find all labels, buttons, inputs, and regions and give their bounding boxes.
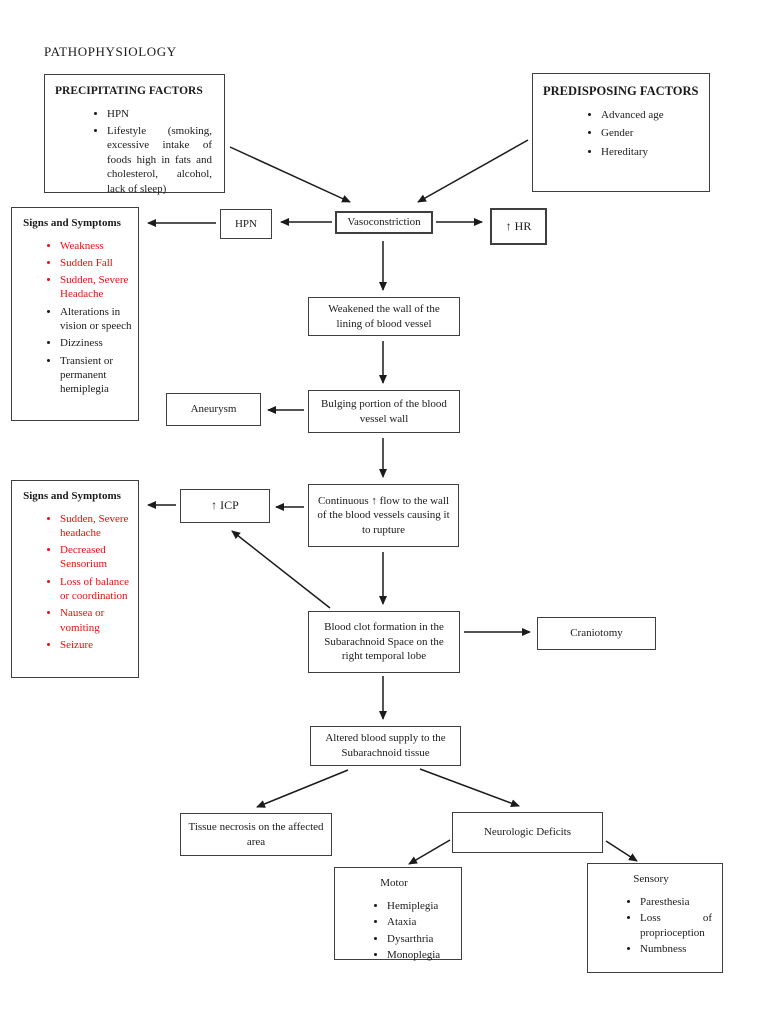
symptom-item: Sudden, Severe headache bbox=[60, 512, 132, 541]
node-blood-clot: Blood clot formation in the Subarachnoid… bbox=[308, 611, 460, 673]
arrow-predisposing-to-vasoconstriction bbox=[417, 139, 529, 203]
symptom-item: Sudden, Severe Headache bbox=[60, 273, 132, 302]
precipitating-factors-title: PRECIPITATING FACTORS bbox=[55, 85, 203, 97]
node-neurologic-deficits: Neurologic Deficits bbox=[452, 812, 603, 853]
predisposing-factors-list: Advanced age Gender Hereditary bbox=[533, 108, 699, 160]
node-weakened-wall: Weakened the wall of the lining of blood… bbox=[308, 297, 460, 336]
signs-symptoms-title: Signs and Symptoms bbox=[23, 217, 121, 229]
predisposing-factors-box: PREDISPOSING FACTORS Advanced age Gender… bbox=[532, 73, 710, 192]
page-title: PATHOPHYSIOLOGY bbox=[44, 44, 177, 59]
symptom-item: Nausea or vomiting bbox=[60, 606, 132, 635]
sensory-list: Paresthesia Loss of proprioception Numbn… bbox=[588, 895, 714, 957]
list-item: Hemiplegia bbox=[387, 899, 453, 914]
precipitating-factors-box: PRECIPITATING FACTORS HPN Lifestyle (smo… bbox=[44, 74, 225, 196]
signs-symptoms-list: Sudden, Severe headache Decreased Sensor… bbox=[12, 512, 132, 653]
list-item: Loss of proprioception bbox=[640, 911, 714, 940]
arrow-neurologic-to-sensory bbox=[605, 840, 638, 862]
motor-title: Motor bbox=[380, 877, 408, 889]
node-aneurysm: Aneurysm bbox=[166, 393, 261, 426]
symptom-item: Transient or permanent hemiplegia bbox=[60, 354, 132, 397]
list-item: Lifestyle (smoking, excessive intake of … bbox=[107, 124, 214, 197]
node-hpn: HPN bbox=[220, 209, 272, 239]
precipitating-factors-list: HPN Lifestyle (smoking, excessive intake… bbox=[45, 107, 214, 196]
list-item: Hereditary bbox=[601, 145, 699, 160]
node-craniotomy: Craniotomy bbox=[537, 617, 656, 650]
symptom-item: Dizziness bbox=[60, 336, 132, 350]
list-item: Dysarthria bbox=[387, 932, 453, 947]
node-vasoconstriction: Vasoconstriction bbox=[335, 211, 433, 234]
symptom-item: Alterations in vision or speech bbox=[60, 305, 132, 334]
signs-symptoms-list: Weakness Sudden Fall Sudden, Severe Head… bbox=[12, 239, 132, 397]
symptom-item: Weakness bbox=[60, 239, 132, 253]
symptom-item: Decreased Sensorium bbox=[60, 543, 132, 572]
signs-symptoms-box-1: Signs and Symptoms Weakness Sudden Fall … bbox=[11, 207, 139, 421]
list-item: HPN bbox=[107, 107, 214, 122]
list-item: Ataxia bbox=[387, 915, 453, 930]
node-bulging-portion: Bulging portion of the blood vessel wall bbox=[308, 390, 460, 433]
node-continuous-flow: Continuous ↑ flow to the wall of the blo… bbox=[308, 484, 459, 547]
symptom-item: Seizure bbox=[60, 638, 132, 652]
list-item: Gender bbox=[601, 126, 699, 141]
list-item: Monoplegia bbox=[387, 948, 453, 963]
signs-symptoms-box-2: Signs and Symptoms Sudden, Severe headac… bbox=[11, 480, 139, 678]
list-item: Paresthesia bbox=[640, 895, 714, 910]
arrow-altered-supply-to-tissue-necrosis bbox=[256, 769, 349, 808]
node-tissue-necrosis: Tissue necrosis on the affected area bbox=[180, 813, 332, 856]
arrow-precipitating-to-vasoconstriction bbox=[229, 146, 351, 203]
symptom-item: Sudden Fall bbox=[60, 256, 132, 270]
motor-list: Hemiplegia Ataxia Dysarthria Monoplegia bbox=[335, 899, 453, 963]
symptom-item: Loss of balance or coordination bbox=[60, 575, 132, 604]
motor-deficits-box: Motor Hemiplegia Ataxia Dysarthria Monop… bbox=[334, 867, 462, 963]
node-hr: ↑ HR bbox=[490, 208, 547, 245]
arrow-neurologic-to-motor bbox=[408, 839, 451, 865]
sensory-deficits-box: Sensory Paresthesia Loss of propriocepti… bbox=[587, 863, 723, 973]
arrow-altered-supply-to-neurologic-deficits bbox=[419, 768, 520, 807]
node-icp: ↑ ICP bbox=[180, 489, 270, 523]
signs-symptoms-title: Signs and Symptoms bbox=[23, 490, 121, 502]
node-altered-supply: Altered blood supply to the Subarachnoid… bbox=[310, 726, 461, 766]
predisposing-factors-title: PREDISPOSING FACTORS bbox=[543, 84, 699, 98]
list-item: Numbness bbox=[640, 942, 714, 957]
list-item: Advanced age bbox=[601, 108, 699, 123]
sensory-title: Sensory bbox=[633, 873, 669, 885]
